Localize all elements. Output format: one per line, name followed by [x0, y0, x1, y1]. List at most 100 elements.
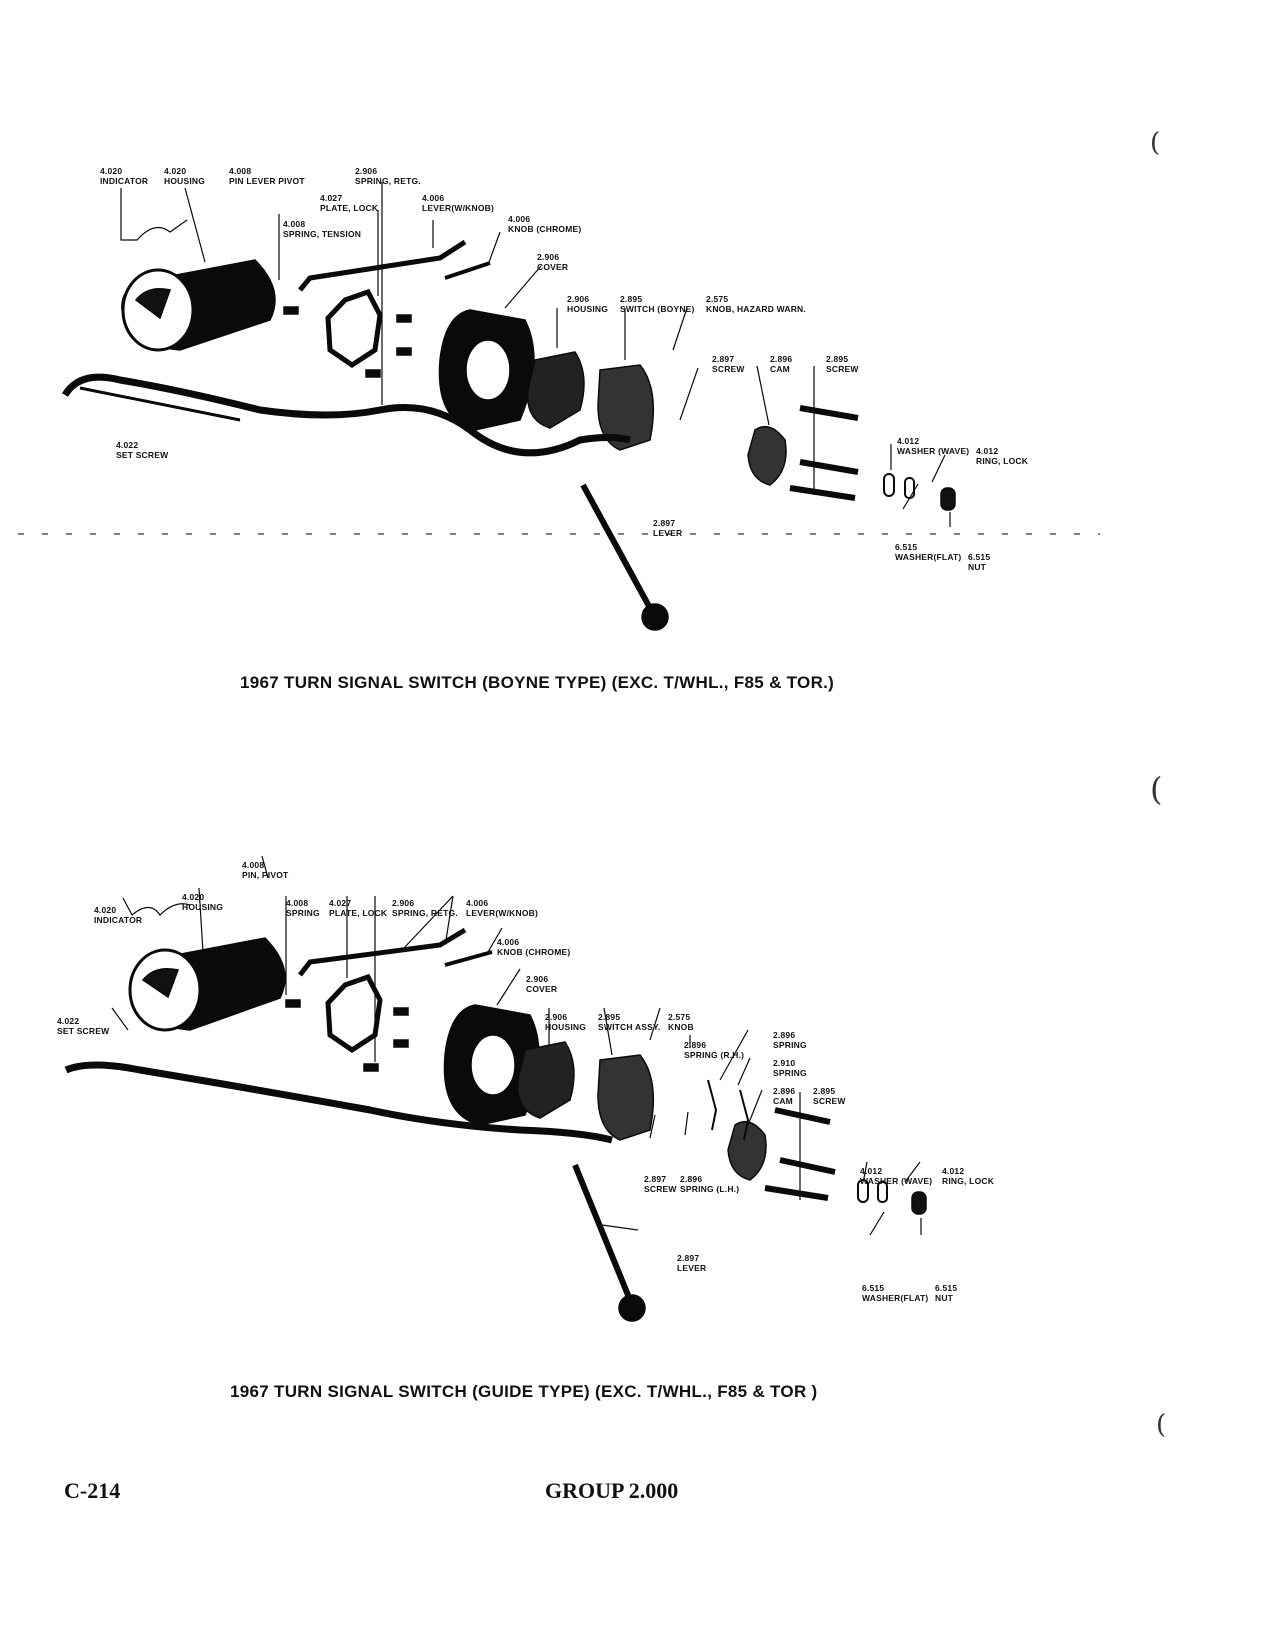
label-name: LEVER — [677, 1263, 707, 1273]
label-housing: 4.020 HOUSING — [182, 892, 223, 912]
label-cover: 2.906 COVER — [526, 974, 557, 994]
label-num: 2.895 — [620, 294, 643, 304]
switch-body-1 — [597, 364, 655, 451]
label-ring-lock: 4.012 RING, LOCK — [976, 446, 1028, 466]
label-name: HOUSING — [567, 304, 609, 314]
label-name: SCREW — [644, 1184, 677, 1194]
label-num: 4.020 — [182, 892, 205, 902]
label-name: COVER — [537, 262, 569, 272]
label-num: 2.897 — [712, 354, 735, 364]
label-name: SPRING (L.H.) — [680, 1184, 740, 1194]
hole-punch-mark: ( — [1150, 770, 1163, 808]
label-nut: 6.515 NUT — [935, 1283, 957, 1303]
label-num: 4.027 — [320, 193, 343, 203]
label-cam: 2.896 CAM — [773, 1086, 795, 1106]
label-switch-assy: 2.895 SWITCH ASSY. — [598, 1012, 661, 1032]
label-num: 2.906 — [355, 166, 378, 176]
label-num: 2.896 — [773, 1030, 796, 1040]
diagram1-caption: 1967 TURN SIGNAL SWITCH (BOYNE TYPE) (EX… — [240, 673, 835, 692]
label-name: SWITCH (BOYNE) — [620, 304, 695, 314]
label-num: 2.896 — [680, 1174, 703, 1184]
label-knob-chrome: 4.006 KNOB (CHROME) — [497, 937, 570, 957]
label-name: SPRING, RETG. — [355, 176, 421, 186]
label-num: 6.515 — [862, 1283, 885, 1293]
label-cam: 2.896 CAM — [770, 354, 792, 374]
label-num: 4.012 — [860, 1166, 883, 1176]
lock-plate-2 — [325, 973, 383, 1054]
label-spring-tension: 4.008 SPRING, TENSION — [283, 219, 361, 239]
label-name: RING, LOCK — [942, 1176, 995, 1186]
label-lever: 2.897 LEVER — [677, 1253, 706, 1273]
cam-2 — [727, 1120, 767, 1181]
label-name: LEVER — [653, 528, 683, 538]
label-washer-wave: 4.012 WASHER (WAVE) — [897, 436, 969, 456]
group-number: GROUP 2.000 — [545, 1478, 679, 1503]
label-name: CAM — [773, 1096, 793, 1106]
label-screw-b: 2.895 SCREW — [826, 354, 859, 374]
label-num: 4.008 — [229, 166, 252, 176]
switch-housing-2 — [516, 1041, 575, 1119]
label-num: 2.896 — [770, 354, 793, 364]
label-num: 2.906 — [545, 1012, 568, 1022]
label-num: 4.006 — [422, 193, 445, 203]
label-ring-lock: 4.012 RING, LOCK — [942, 1166, 994, 1186]
cam-1 — [747, 425, 787, 486]
label-name: PLATE, LOCK — [329, 908, 388, 918]
label-housing: 4.020 HOUSING — [164, 166, 205, 186]
label-name: SET SCREW — [57, 1026, 110, 1036]
label-name: SPRING — [286, 908, 320, 918]
label-num: 4.012 — [897, 436, 920, 446]
label-num: 2.575 — [706, 294, 729, 304]
label-name: WASHER (WAVE) — [897, 446, 970, 456]
label-spring-a: 2.896 SPRING — [773, 1030, 807, 1050]
label-num: 4.020 — [94, 905, 117, 915]
page-code: C-214 — [64, 1478, 121, 1503]
label-num: 6.515 — [935, 1283, 958, 1293]
label-num: 4.008 — [286, 898, 309, 908]
label-name: HOUSING — [164, 176, 206, 186]
label-name: HOUSING — [182, 902, 224, 912]
label-spring-lh: 2.896 SPRING (L.H.) — [680, 1174, 739, 1194]
label-name: PLATE, LOCK — [320, 203, 379, 213]
label-spring-b: 2.910 SPRING — [773, 1058, 807, 1078]
label-name: WASHER(FLAT) — [895, 552, 962, 562]
label-spring-retg: 2.906 SPRING, RETG. — [392, 898, 458, 918]
label-switch-housing: 2.906 HOUSING — [567, 294, 608, 314]
label-num: 2.906 — [392, 898, 415, 908]
label-num: 4.012 — [976, 446, 999, 456]
label-name: LEVER(W/KNOB) — [466, 908, 539, 918]
hole-punch-mark: ( — [1150, 128, 1161, 158]
label-num: 2.575 — [668, 1012, 691, 1022]
label-knob-chrome: 4.006 KNOB (CHROME) — [508, 214, 581, 234]
label-plate-lock: 4.027 PLATE, LOCK — [329, 898, 387, 918]
label-name: WASHER (WAVE) — [860, 1176, 933, 1186]
label-switch-housing: 2.906 HOUSING — [545, 1012, 586, 1032]
label-name: KNOB — [668, 1022, 694, 1032]
label-num: 2.895 — [813, 1086, 836, 1096]
label-name: SPRING, TENSION — [283, 229, 362, 239]
label-num: 4.012 — [942, 1166, 965, 1176]
label-num: 2.897 — [644, 1174, 667, 1184]
label-name: COVER — [526, 984, 558, 994]
label-num: 2.897 — [653, 518, 676, 528]
label-num: 4.006 — [508, 214, 531, 224]
diagram2-caption: 1967 TURN SIGNAL SWITCH (GUIDE TYPE) (EX… — [230, 1382, 818, 1401]
label-switch-boyne: 2.895 SWITCH (BOYNE) — [620, 294, 695, 314]
label-num: 4.008 — [283, 219, 306, 229]
label-num: 2.895 — [598, 1012, 621, 1022]
label-num: 2.895 — [826, 354, 849, 364]
label-name: HOUSING — [545, 1022, 587, 1032]
label-name: KNOB, HAZARD WARN. — [706, 304, 806, 314]
label-name: SPRING, RETG. — [392, 908, 458, 918]
label-lever-w-knob: 4.006 LEVER(W/KNOB) — [422, 193, 494, 213]
label-name: SWITCH ASSY. — [598, 1022, 661, 1032]
label-num: 4.020 — [100, 166, 123, 176]
label-name: SPRING (R.H.) — [684, 1050, 745, 1060]
label-num: 4.020 — [164, 166, 187, 176]
label-spring-rh: 2.896 SPRING (R.H.) — [684, 1040, 744, 1060]
label-num: 4.027 — [329, 898, 352, 908]
label-num: 6.515 — [968, 552, 991, 562]
label-screw-a: 2.897 SCREW — [712, 354, 745, 374]
label-num: 2.897 — [677, 1253, 700, 1263]
